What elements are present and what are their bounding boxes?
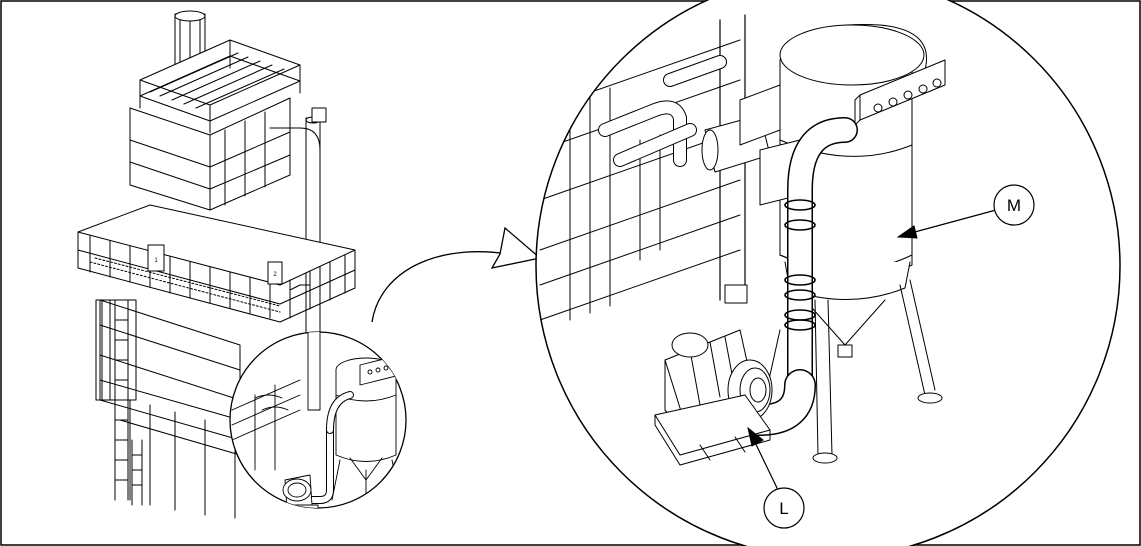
- large-detail-circle: [535, 0, 1121, 546]
- tower-structure: [77, 10, 356, 519]
- small-detail-circle: [229, 331, 407, 509]
- panel-label-2: 2: [273, 272, 277, 278]
- magnify-arrow-head: [490, 226, 542, 269]
- callout-L-label: L: [779, 499, 788, 518]
- callout-L: L: [747, 426, 805, 529]
- exhaust-fan: [654, 329, 773, 466]
- callout-M: M: [896, 184, 1035, 239]
- panel-label-1: 1: [154, 258, 158, 264]
- callout-M-label: M: [1007, 196, 1021, 215]
- magnify-arrow: [371, 251, 521, 323]
